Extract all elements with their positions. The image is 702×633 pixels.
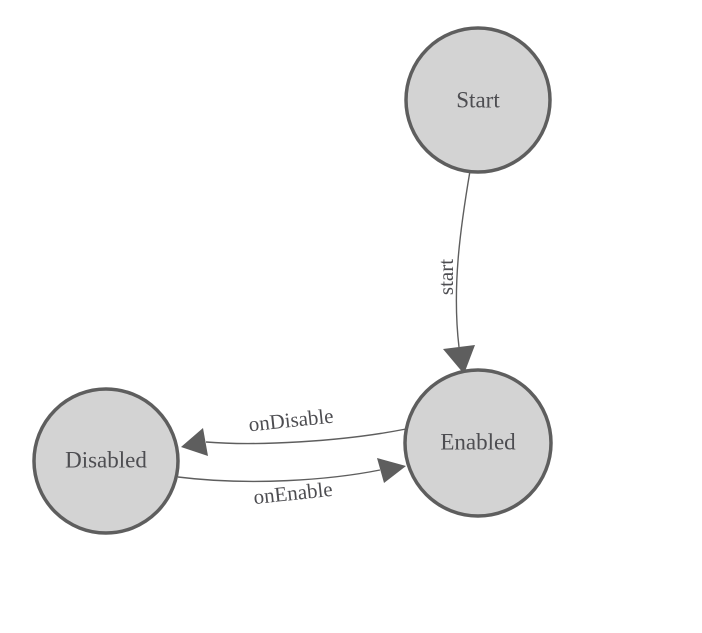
transition-disabled-enabled: onEnable: [177, 458, 406, 509]
transition-start-enabled-label: start: [434, 259, 458, 295]
state-start-label: Start: [456, 88, 500, 113]
arrowhead-down-icon: [443, 345, 475, 374]
state-start-circle: [404, 26, 552, 174]
state-start: Start: [404, 26, 552, 174]
transition-start-enabled: start: [434, 170, 475, 374]
transition-disabled-enabled-line: [177, 469, 381, 483]
transition-enabled-disabled-line: [205, 428, 407, 445]
state-enabled-circle: [403, 368, 553, 518]
transition-start-enabled-line: [455, 170, 471, 348]
arrowhead-right-icon: [377, 458, 406, 483]
transition-enabled-disabled-label: onDisable: [247, 404, 334, 437]
state-disabled: Disabled: [32, 387, 180, 535]
state-enabled-label: Enabled: [440, 430, 516, 455]
transition-enabled-disabled: onDisable: [181, 404, 407, 456]
state-disabled-circle: [32, 387, 180, 535]
state-enabled: Enabled: [403, 368, 553, 518]
state-disabled-label: Disabled: [65, 448, 147, 473]
arrowhead-left-icon: [181, 428, 208, 456]
